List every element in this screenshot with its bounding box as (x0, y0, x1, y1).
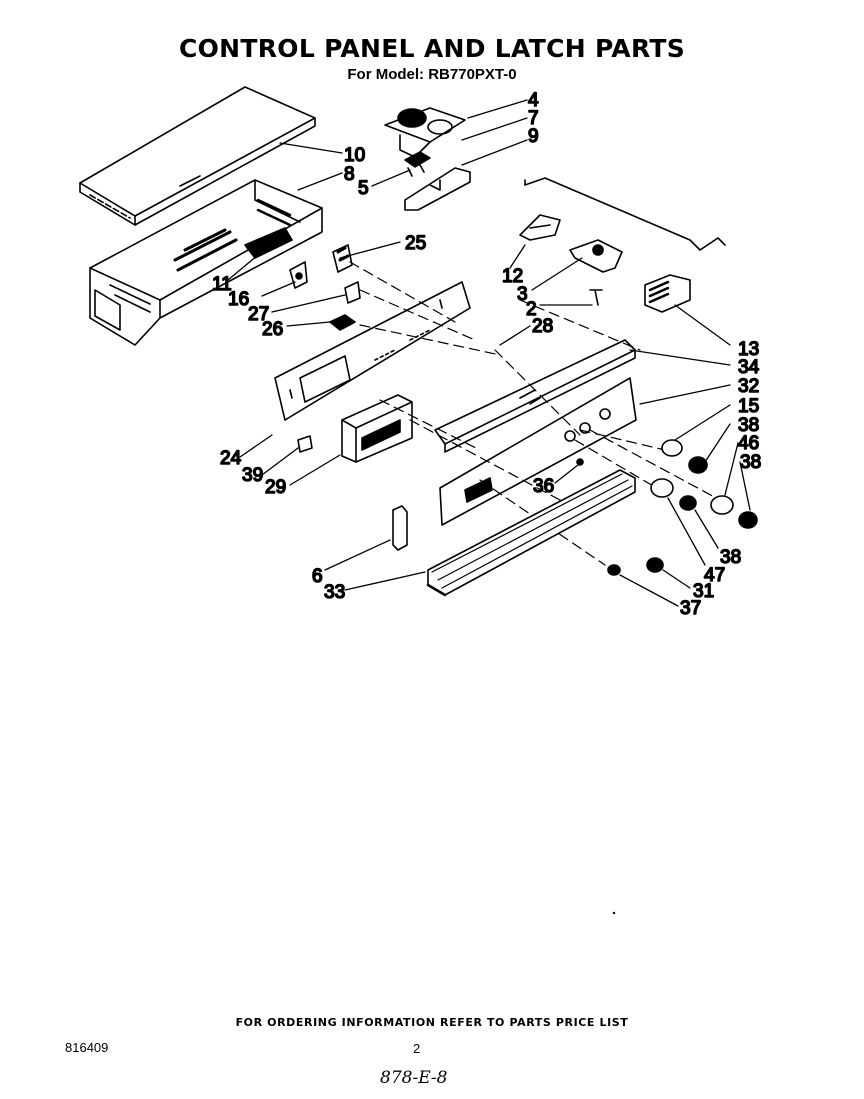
callout-4: 4 (528, 90, 539, 111)
callout-38-upper: 38 (738, 415, 759, 436)
document-number: 816409 (65, 1040, 109, 1055)
callout-39: 39 (242, 465, 263, 486)
callout-34: 34 (738, 357, 760, 378)
callout-38-lower: 38 (720, 547, 741, 568)
part-latch-plate (569, 239, 623, 273)
part-block-27 (344, 281, 361, 304)
part-terminal-block (244, 227, 293, 259)
page-number: 2 (413, 1041, 421, 1056)
page-title: CONTROL PANEL AND LATCH PARTS (178, 34, 686, 63)
callout-46: 46 (738, 433, 759, 454)
ordering-note: FOR ORDERING INFORMATION REFER TO PARTS … (235, 1016, 629, 1029)
part-trim-strip (434, 339, 636, 453)
callout-10: 10 (344, 145, 365, 166)
callout-32: 32 (738, 376, 759, 397)
callout-25: 25 (405, 233, 426, 254)
callout-31: 31 (693, 581, 714, 602)
part-nut-31 (646, 557, 664, 573)
callout-47: 47 (704, 565, 725, 586)
part-switch (404, 151, 431, 177)
callout-7: 7 (528, 108, 539, 129)
callout-38-right: 38 (740, 452, 761, 473)
part-extrusion-rail (426, 469, 636, 597)
callout-26: 26 (262, 319, 283, 340)
part-spacer (392, 505, 408, 551)
model-subtitle: For Model: RB770PXT-0 (347, 66, 517, 83)
part-switch-16 (289, 261, 308, 289)
part-console-panel (439, 377, 637, 526)
callout-37: 37 (680, 598, 701, 619)
part-switch-25 (332, 244, 353, 273)
part-electronic-clock (341, 394, 413, 463)
callout-6: 6 (312, 566, 323, 587)
part-handle-block (644, 274, 691, 313)
callout-5: 5 (358, 178, 369, 199)
callout-27: 27 (248, 304, 269, 325)
callout-33: 33 (324, 582, 345, 603)
callout-24: 24 (220, 448, 242, 469)
part-bracket (404, 167, 471, 211)
callout-13: 13 (738, 339, 759, 360)
part-panel-plate (274, 281, 471, 421)
part-latch-hook (519, 214, 561, 241)
callout-11: 11 (212, 274, 232, 295)
callout-9: 9 (528, 126, 539, 147)
handwritten-note: 878-E-8 (380, 1068, 448, 1088)
part-shaft-26 (329, 314, 356, 331)
assembly-lines (349, 261, 721, 566)
part-knobs (650, 439, 758, 529)
callout-labels: 4 7 9 10 8 5 25 11 16 27 26 12 3 2 13 28… (211, 89, 762, 620)
callout-29: 29 (265, 477, 286, 498)
part-latch-rod (524, 177, 726, 251)
callout-36: 36 (533, 476, 554, 497)
callout-16: 16 (228, 289, 249, 310)
callout-15: 15 (738, 396, 759, 417)
callout-12: 12 (502, 266, 523, 287)
callout-2: 2 (526, 299, 537, 320)
part-top-cover (79, 86, 316, 226)
part-grommet (297, 435, 313, 453)
part-screw (589, 289, 603, 306)
callout-28: 28 (532, 316, 553, 337)
callout-3: 3 (517, 284, 528, 305)
leader-arrows (227, 99, 751, 607)
part-motor-assembly (384, 107, 466, 158)
part-screw-37 (607, 564, 621, 576)
part-screw-36 (576, 458, 584, 466)
callout-8: 8 (344, 164, 355, 185)
stray-dot (612, 911, 616, 915)
